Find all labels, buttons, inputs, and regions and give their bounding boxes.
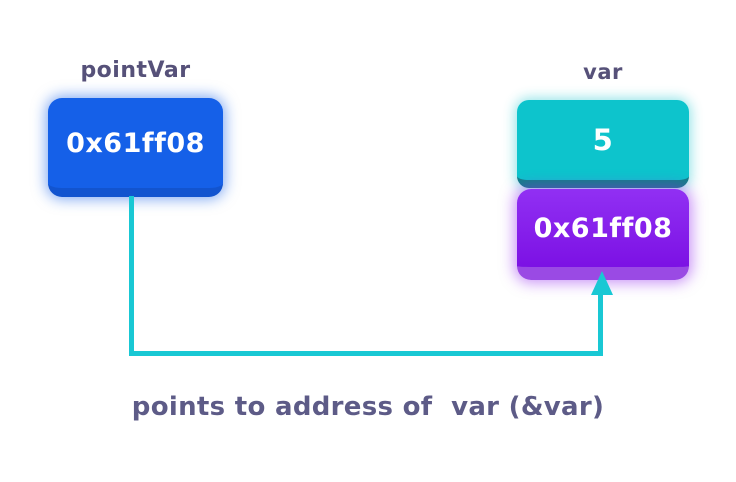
variable-address-box: 0x61ff08 <box>517 189 689 280</box>
diagram-caption: points to address of var (&var) <box>131 392 605 422</box>
pointer-value-box: 0x61ff08 <box>48 98 223 197</box>
arrow-head-icon <box>591 271 613 295</box>
variable-value-text: 5 <box>592 123 614 157</box>
variable-address-text: 0x61ff08 <box>533 212 673 244</box>
pointer-variable-label: pointVar <box>80 58 191 83</box>
arrow-segment-down <box>129 196 134 356</box>
variable-value-box: 5 <box>517 100 689 188</box>
variable-label: var <box>583 60 623 84</box>
arrow-segment-up <box>598 293 603 356</box>
arrow-segment-across <box>129 351 603 356</box>
pointer-value-text: 0x61ff08 <box>66 127 205 159</box>
